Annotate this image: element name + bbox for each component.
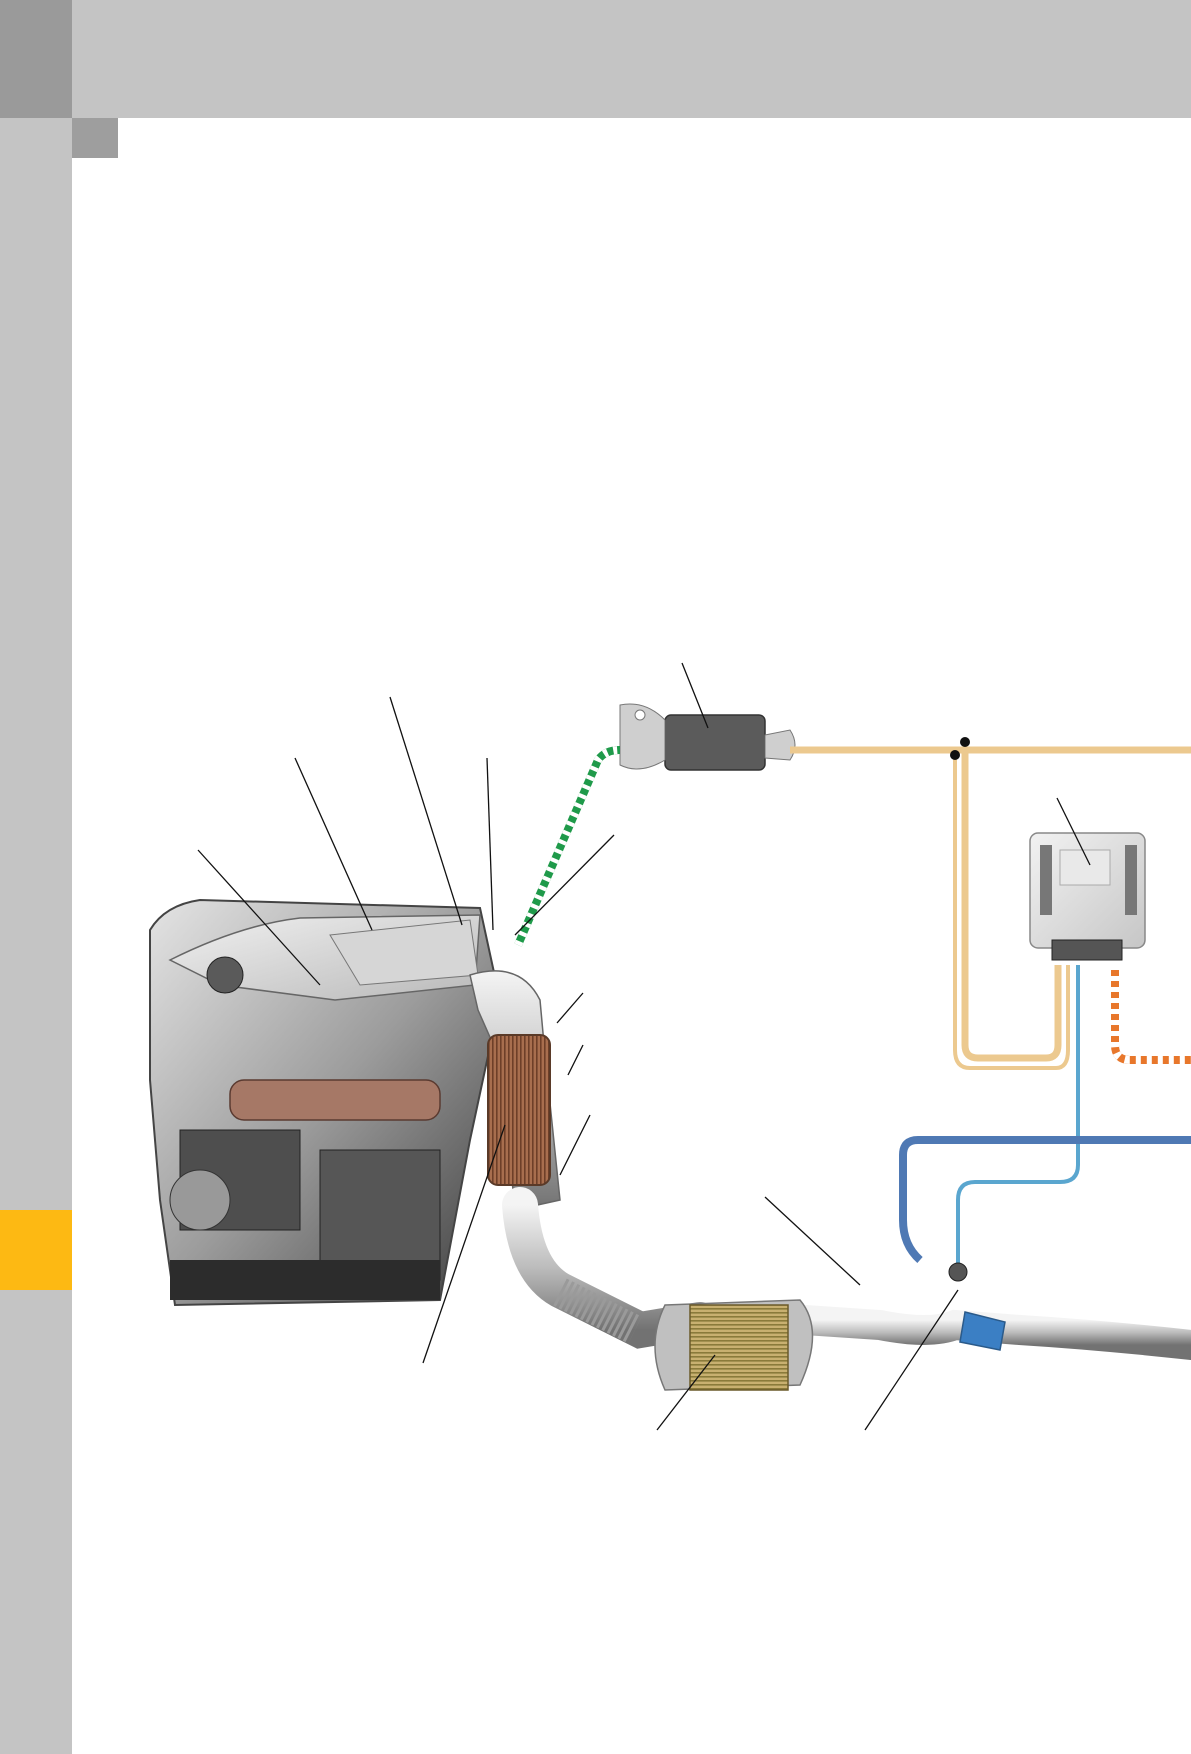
section-marker-square (72, 118, 118, 158)
engine-icon (149, 898, 502, 1307)
pipe-icon (502, 1187, 1191, 1360)
catalyst-icon (469, 970, 561, 1211)
callout-line (294, 757, 373, 931)
callout-line (764, 1196, 861, 1286)
top-header-bar (72, 0, 1191, 118)
callout-line (656, 1354, 716, 1431)
callout-line (197, 849, 321, 986)
callout-line (1056, 797, 1091, 866)
callout-line (556, 992, 584, 1024)
callout-line (486, 757, 494, 931)
chapter-tab-marker (0, 1210, 72, 1290)
ecu-icon (1029, 832, 1146, 961)
callout-line (681, 662, 709, 729)
sensor-icon (619, 703, 796, 771)
corner-square (0, 0, 72, 118)
callout-line (514, 834, 615, 936)
wiring-harness (514, 737, 1191, 1282)
filter-icon (654, 1299, 814, 1391)
callout-line (422, 1124, 506, 1364)
callout-line (567, 1044, 584, 1076)
callout-line (559, 1114, 591, 1176)
callout-lines (197, 662, 1091, 1431)
callout-line (864, 1289, 959, 1431)
callout-line (389, 696, 463, 926)
left-margin-bar (0, 0, 72, 1754)
